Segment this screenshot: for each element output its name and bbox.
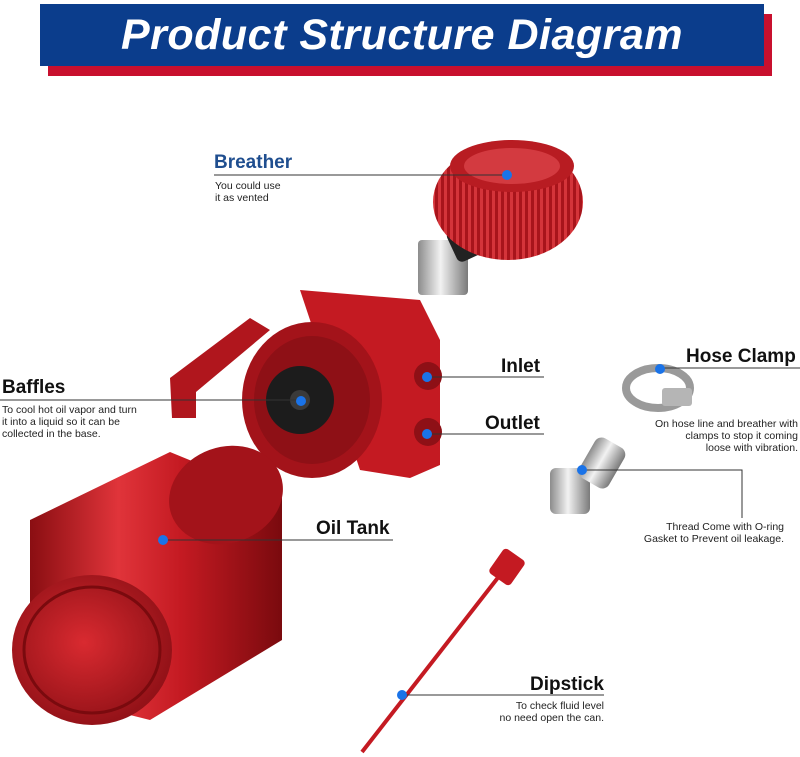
breather-dot xyxy=(502,170,512,180)
fitting-description-line: Gasket to Prevent oil leakage. xyxy=(643,533,784,545)
fitting-description-line: Thread Come with O-ring xyxy=(666,521,784,533)
dipstick-label: Dipstick xyxy=(530,674,604,695)
fitting-dot xyxy=(577,465,587,475)
outlet-dot xyxy=(422,429,432,439)
dipstick-dot xyxy=(397,690,407,700)
oil-tank-label: Oil Tank xyxy=(316,518,390,539)
hose-clamp-dot xyxy=(655,364,665,374)
outlet-label: Outlet xyxy=(485,413,540,434)
baffles-description-line: it into a liquid so it can be xyxy=(2,416,120,428)
breather-description: You could use it as vented xyxy=(215,180,281,204)
baffles-dot xyxy=(296,396,306,406)
breather-part xyxy=(418,140,583,295)
hose-clamp-description: On hose line and breather with clamps to… xyxy=(655,418,798,454)
dipstick-description-line: no need open the can. xyxy=(499,712,604,724)
inlet-dot xyxy=(422,372,432,382)
title-banner: Product Structure Diagram xyxy=(40,4,772,76)
baffles-label: Baffles xyxy=(2,377,66,398)
page-title: Product Structure Diagram xyxy=(120,10,684,59)
hose-clamp-part xyxy=(622,364,694,412)
baffles-description-line: collected in the base. xyxy=(2,428,101,440)
baffles-description: To cool hot oil vapor and turn it into a… xyxy=(2,404,137,440)
oil-tank-dot xyxy=(158,535,168,545)
hose-clamp-description-line: loose with vibration. xyxy=(705,442,798,454)
fitting-description: Thread Come with O-ring Gasket to Preven… xyxy=(644,521,784,545)
fitting-leader-line xyxy=(582,469,743,518)
dipstick-part xyxy=(360,548,525,754)
breather-description-line: it as vented xyxy=(215,192,269,204)
baffle-head-part xyxy=(170,290,442,478)
breather-label: Breather xyxy=(214,152,293,173)
dipstick-description: To check fluid level no need open the ca… xyxy=(499,700,604,724)
hose-clamp-label: Hose Clamp xyxy=(686,346,796,367)
barb-fitting-part xyxy=(550,437,626,514)
baffles-description-line: To cool hot oil vapor and turn xyxy=(2,404,137,416)
hose-clamp-description-line: On hose line and breather with xyxy=(654,418,798,430)
oil-tank-part xyxy=(12,445,283,725)
hose-clamp-description-line: clamps to stop it coming xyxy=(685,430,798,442)
callout-dots xyxy=(158,170,665,700)
dipstick-description-line: To check fluid level xyxy=(515,700,604,712)
banner-blue-bar: Product Structure Diagram xyxy=(40,4,764,66)
inlet-label: Inlet xyxy=(501,356,541,377)
breather-description-line: You could use xyxy=(215,180,281,192)
leader-lines xyxy=(0,174,800,696)
